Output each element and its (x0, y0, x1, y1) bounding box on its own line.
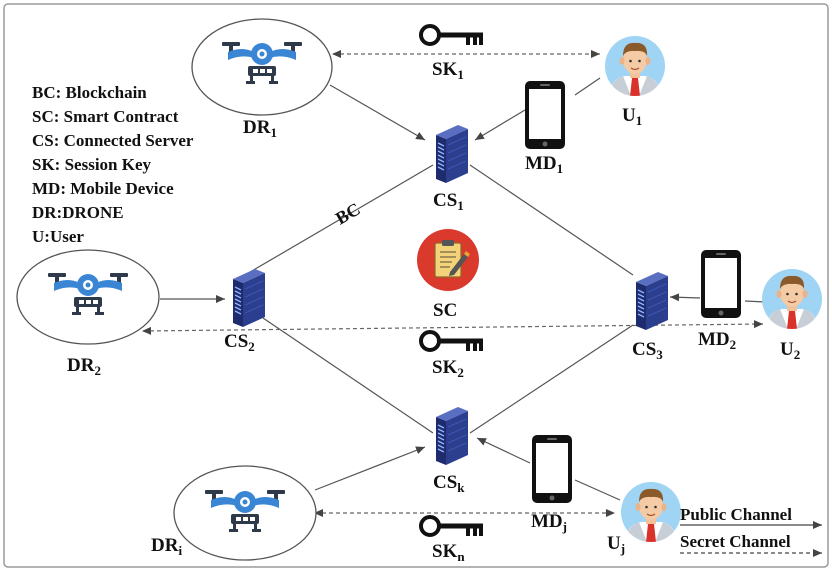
label-csk: CSk (433, 472, 465, 495)
label-skn: SKn (432, 541, 465, 564)
connection-lines (160, 77, 766, 501)
key-icon (419, 330, 485, 353)
label-md2: MD2 (698, 329, 736, 352)
legend-item: MD: Mobile Device (32, 179, 174, 198)
secret-channel-lines (142, 50, 764, 517)
legend-item: DR:DRONE (32, 203, 124, 222)
node-labels: DR1 DR2 DRi CS1 CS2 CS3 CSk MD1 MD2 MDj … (67, 59, 800, 564)
label-cs1: CS1 (433, 190, 464, 213)
legend-item: U:User (32, 227, 84, 246)
legend: BC: Blockchain SC: Smart Contract CS: Co… (32, 83, 194, 246)
label-md1: MD1 (525, 153, 563, 176)
label-u1: U1 (622, 105, 642, 128)
label-bc: BC (332, 199, 364, 229)
server-icon (435, 406, 469, 466)
label-cs3: CS3 (632, 339, 663, 362)
label-dr2: DR2 (67, 355, 101, 378)
user-avatar-icon (621, 482, 681, 542)
label-sk1: SK1 (432, 59, 464, 82)
label-uj: Uj (607, 533, 625, 556)
channel-legend: Public Channel Secret Channel (680, 505, 822, 557)
label-mdj: MDj (531, 511, 567, 534)
public-channel-label: Public Channel (680, 505, 792, 524)
legend-item: SK: Session Key (32, 155, 152, 174)
legend-item: SC: Smart Contract (32, 107, 179, 126)
label-u2: U2 (780, 339, 800, 362)
label-dr1: DR1 (243, 117, 277, 140)
secret-channel-label: Secret Channel (680, 532, 791, 551)
label-sk2: SK2 (432, 357, 464, 380)
label-sc: SC (433, 300, 457, 321)
diagram-border (3, 3, 829, 568)
user-avatar-icon (605, 36, 665, 96)
server-icon (435, 124, 469, 184)
legend-item: CS: Connected Server (32, 131, 194, 150)
smart-contract-icon (417, 229, 479, 291)
key-icon (419, 24, 485, 47)
smartphone-icon (525, 81, 565, 149)
server-icon (232, 268, 266, 328)
label-cs2: CS2 (224, 331, 255, 354)
legend-item: BC: Blockchain (32, 83, 147, 102)
smartphone-icon (701, 250, 741, 318)
label-dri: DRi (151, 535, 182, 558)
key-icon (419, 515, 485, 538)
server-icon (635, 271, 669, 331)
smartphone-icon (532, 435, 572, 503)
user-avatar-icon (762, 269, 822, 329)
